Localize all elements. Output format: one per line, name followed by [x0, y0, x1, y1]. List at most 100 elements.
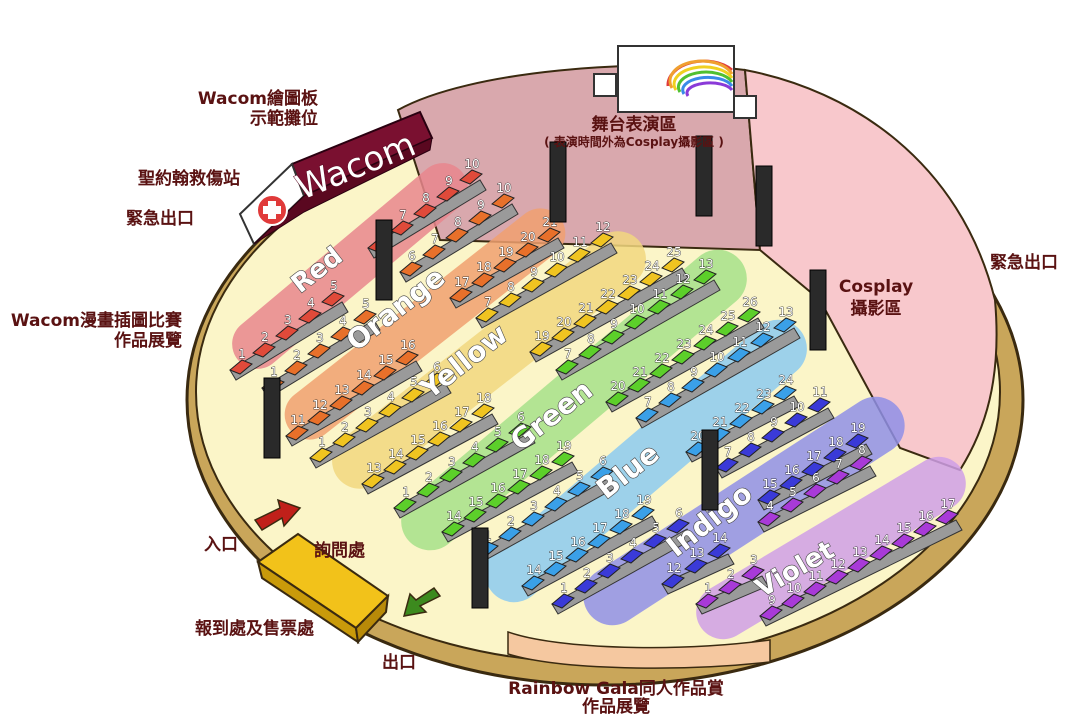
booth[interactable]: [529, 465, 553, 481]
booth[interactable]: [643, 533, 667, 549]
booth[interactable]: [252, 342, 276, 358]
booth[interactable]: [329, 395, 353, 411]
booth[interactable]: [449, 417, 473, 433]
booth[interactable]: [485, 437, 509, 453]
booth[interactable]: [378, 402, 402, 418]
booth[interactable]: [543, 561, 567, 577]
booth[interactable]: [845, 433, 869, 449]
booth[interactable]: [624, 314, 648, 330]
booth[interactable]: [825, 569, 849, 585]
booth[interactable]: [436, 186, 460, 202]
booth[interactable]: [413, 203, 437, 219]
booth[interactable]: [332, 432, 356, 448]
booth[interactable]: [537, 227, 561, 243]
booth[interactable]: [459, 169, 483, 185]
booth[interactable]: [485, 493, 509, 509]
booth[interactable]: [529, 341, 553, 357]
booth[interactable]: [307, 343, 331, 359]
booth[interactable]: [449, 287, 473, 303]
booth[interactable]: [757, 511, 781, 527]
booth[interactable]: [405, 445, 429, 461]
booth[interactable]: [784, 412, 808, 428]
booth[interactable]: [620, 548, 644, 564]
booth[interactable]: [395, 350, 419, 366]
booth[interactable]: [521, 277, 545, 293]
booth[interactable]: [609, 519, 633, 535]
booth[interactable]: [750, 332, 774, 348]
booth[interactable]: [751, 399, 775, 415]
booth[interactable]: [661, 573, 685, 589]
booth[interactable]: [298, 308, 322, 324]
booth[interactable]: [321, 291, 345, 307]
booth[interactable]: [574, 578, 598, 594]
booth[interactable]: [729, 413, 753, 429]
booth[interactable]: [353, 309, 377, 325]
booth[interactable]: [666, 518, 690, 534]
booth[interactable]: [913, 521, 937, 537]
booth[interactable]: [693, 335, 717, 351]
booth[interactable]: [780, 497, 804, 513]
booth[interactable]: [631, 505, 655, 521]
booth[interactable]: [491, 193, 515, 209]
booth[interactable]: [773, 385, 797, 401]
booth[interactable]: [445, 227, 469, 243]
booth[interactable]: [567, 481, 591, 497]
booth[interactable]: [658, 392, 682, 408]
booth[interactable]: [544, 496, 568, 512]
booth[interactable]: [573, 313, 597, 329]
booth[interactable]: [761, 427, 785, 443]
booth[interactable]: [383, 459, 407, 475]
booth[interactable]: [275, 325, 299, 341]
booth[interactable]: [590, 232, 614, 248]
booth[interactable]: [284, 360, 308, 376]
booth[interactable]: [424, 372, 448, 388]
booth[interactable]: [590, 466, 614, 482]
booth[interactable]: [390, 220, 414, 236]
booth[interactable]: [605, 391, 629, 407]
booth[interactable]: [671, 349, 695, 365]
booth[interactable]: [498, 526, 522, 542]
booth[interactable]: [468, 210, 492, 226]
booth[interactable]: [507, 479, 531, 495]
booth[interactable]: [399, 261, 423, 277]
booth[interactable]: [738, 442, 762, 458]
booth[interactable]: [551, 451, 575, 467]
booth[interactable]: [649, 363, 673, 379]
booth[interactable]: [803, 483, 827, 499]
booth[interactable]: [773, 317, 797, 333]
booth[interactable]: [695, 593, 719, 609]
booth[interactable]: [781, 593, 805, 609]
booth[interactable]: [493, 257, 517, 273]
booth[interactable]: [715, 321, 739, 337]
booth[interactable]: [807, 397, 831, 413]
booth[interactable]: [826, 469, 850, 485]
booth[interactable]: [565, 547, 589, 563]
booth[interactable]: [521, 511, 545, 527]
booth[interactable]: [555, 359, 579, 375]
booth[interactable]: [355, 417, 379, 433]
booth[interactable]: [229, 359, 253, 375]
booth[interactable]: [627, 377, 651, 393]
booth[interactable]: [515, 242, 539, 258]
booth[interactable]: [463, 507, 487, 523]
booth[interactable]: [373, 365, 397, 381]
booth[interactable]: [617, 285, 641, 301]
booth[interactable]: [475, 307, 499, 323]
booth[interactable]: [803, 581, 827, 597]
booth[interactable]: [597, 563, 621, 579]
booth[interactable]: [401, 387, 425, 403]
booth[interactable]: [330, 326, 354, 342]
booth[interactable]: [307, 410, 331, 426]
booth[interactable]: [471, 272, 495, 288]
booth[interactable]: [935, 509, 959, 525]
booth[interactable]: [639, 271, 663, 287]
booth[interactable]: [693, 269, 717, 285]
booth[interactable]: [635, 407, 659, 423]
booth[interactable]: [601, 329, 625, 345]
booth[interactable]: [661, 257, 685, 273]
booth[interactable]: [801, 461, 825, 477]
booth[interactable]: [498, 292, 522, 308]
booth[interactable]: [869, 545, 893, 561]
booth[interactable]: [704, 362, 728, 378]
booth[interactable]: [681, 377, 705, 393]
